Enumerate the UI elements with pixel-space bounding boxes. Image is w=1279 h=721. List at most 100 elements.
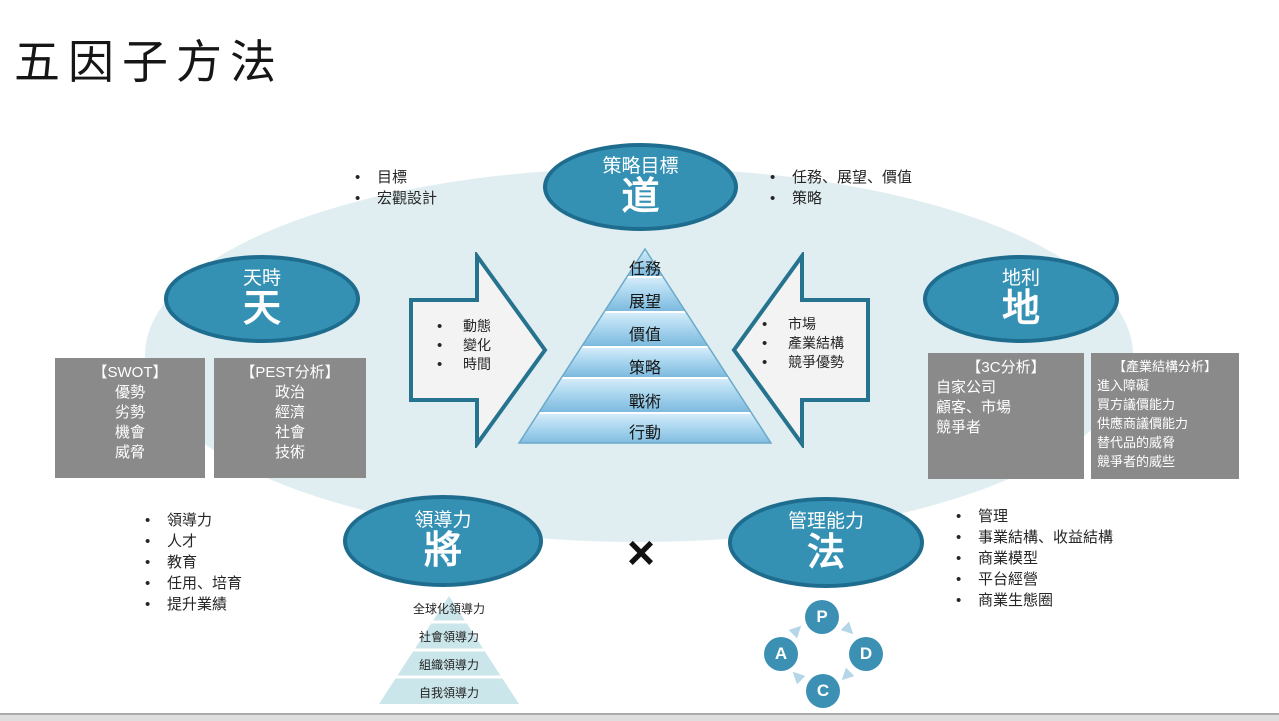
cycle-arrow-icon [789,622,806,639]
leadership-level: 社會領導力 [418,630,479,644]
box-item: 劣勢 [114,404,145,421]
note-text: 動態 [463,318,491,334]
pyramid-level: 行動 [628,425,661,442]
list-item: 時間 [437,355,491,374]
right-pointing-arrow-shape [409,252,548,448]
bullet-icon [145,531,167,552]
bullet-icon [956,527,978,548]
pyramid-level: 任務 [628,261,661,278]
note-text: 管理 [978,508,1009,525]
analysis-box-industry: 【產業結構分析】 進入障礙 買方議價能力 供應商議價能力 替代品的威脅 競爭者的… [1091,353,1239,479]
box-item: 顧客、市場 [936,399,1012,416]
factor-ellipse-di: 地利 地 [923,255,1119,343]
factor-char: 道 [621,176,660,219]
box-title: 【產業結構分析】 [1112,359,1217,374]
box-title: 【SWOT】 [92,364,168,381]
pyramid-level: 策略 [628,360,661,377]
note-text: 教育 [167,554,198,571]
list-item: 動態 [437,317,491,336]
bullet-icon [355,188,377,209]
list-item: 商業生態圈 [956,590,1113,611]
bullet-icon [437,355,463,374]
bullet-icon [437,317,463,336]
note-text: 任用、培育 [167,575,243,592]
page-title: 五因子方法 [14,36,284,88]
bullet-icon [145,510,167,531]
cycle-arrow-icon [838,668,855,685]
box-title: 【3C分析】 [966,359,1046,376]
note-text: 宏觀設計 [377,190,438,207]
list-item: 目標 [355,167,437,188]
list-item: 教育 [145,552,242,573]
factor-label: 地利 [1001,267,1040,289]
analysis-box-pest: 【PEST分析】 政治 經濟 社會 技術 [214,358,366,478]
box-item: 經濟 [274,404,305,421]
pdca-circle-act: A [764,637,798,671]
multiply-sign: × [626,527,656,580]
list-item: 市場 [762,315,844,334]
fa-notes: 管理 事業結構、收益結構 商業模型 平台經營 商業生態圈 [956,506,1113,611]
list-item: 產業結構 [762,334,844,353]
analysis-box-3c: 【3C分析】 自家公司 顧客、市場 競爭者 [928,353,1084,479]
pdca-circle-do: D [849,637,883,671]
note-text: 產業結構 [788,335,844,351]
note-text: 目標 [377,169,408,186]
factor-ellipse-tian: 天時 天 [164,255,360,343]
factor-ellipse-dao: 策略目標 道 [543,143,738,231]
footer-divider [0,713,1279,721]
jiang-notes: 領導力 人才 教育 任用、培育 提升業績 [145,510,242,615]
list-item: 變化 [437,336,491,355]
bullet-icon [956,569,978,590]
note-text: 商業模型 [978,550,1039,567]
pdca-letter: C [816,681,830,700]
note-text: 事業結構、收益結構 [978,529,1114,546]
box-item: 進入障礙 [1097,378,1150,393]
factor-ellipse-jiang: 領導力 將 [343,495,543,587]
box-item: 政治 [274,384,305,401]
note-text: 競爭優勢 [788,354,844,370]
box-title: 【PEST分析】 [240,364,340,381]
box-item: 自家公司 [936,379,997,396]
left-arrow-notes: 動態 變化 時間 [437,317,491,374]
factor-ellipse-fa: 管理能力 法 [728,497,924,588]
box-item: 供應商議價能力 [1097,416,1189,431]
list-item: 商業模型 [956,548,1113,569]
bullet-icon [956,590,978,611]
cycle-arrow-icon [789,668,806,685]
leadership-level: 自我領導力 [418,686,479,700]
list-item: 任務、展望、價值 [770,167,912,188]
bullet-icon [145,552,167,573]
box-item: 替代品的威脅 [1097,435,1176,450]
bullet-icon [770,167,792,188]
note-text: 時間 [463,356,491,372]
pyramid-level: 價值 [628,327,661,344]
note-text: 策略 [792,190,823,207]
list-item: 領導力 [145,510,242,531]
note-text: 領導力 [167,512,213,529]
bullet-icon [956,548,978,569]
dao-left-notes: 目標 宏觀設計 [355,167,437,209]
dao-right-notes: 任務、展望、價值 策略 [770,167,912,209]
list-item: 平台經營 [956,569,1113,590]
pdca-letter: A [774,644,788,663]
pdca-letter: D [859,644,873,663]
pdca-letter: P [816,607,828,626]
list-item: 提升業績 [145,594,242,615]
box-item: 威脅 [114,444,145,461]
box-item: 競爭者的威些 [1097,454,1176,469]
leadership-level: 組織領導力 [418,658,479,672]
left-pointing-arrow-shape [731,252,870,448]
bullet-icon [770,188,792,209]
pyramid-level: 展望 [628,294,661,311]
bullet-icon [145,594,167,615]
box-item: 買方議價能力 [1097,397,1176,412]
box-item: 競爭者 [936,419,982,436]
note-text: 人才 [167,533,198,550]
list-item: 事業結構、收益結構 [956,527,1113,548]
list-item: 人才 [145,531,242,552]
note-text: 平台經營 [978,571,1039,588]
strategy-pyramid-shape [517,247,773,444]
pdca-circle-plan: P [805,600,839,634]
factor-char: 地 [1001,288,1040,331]
